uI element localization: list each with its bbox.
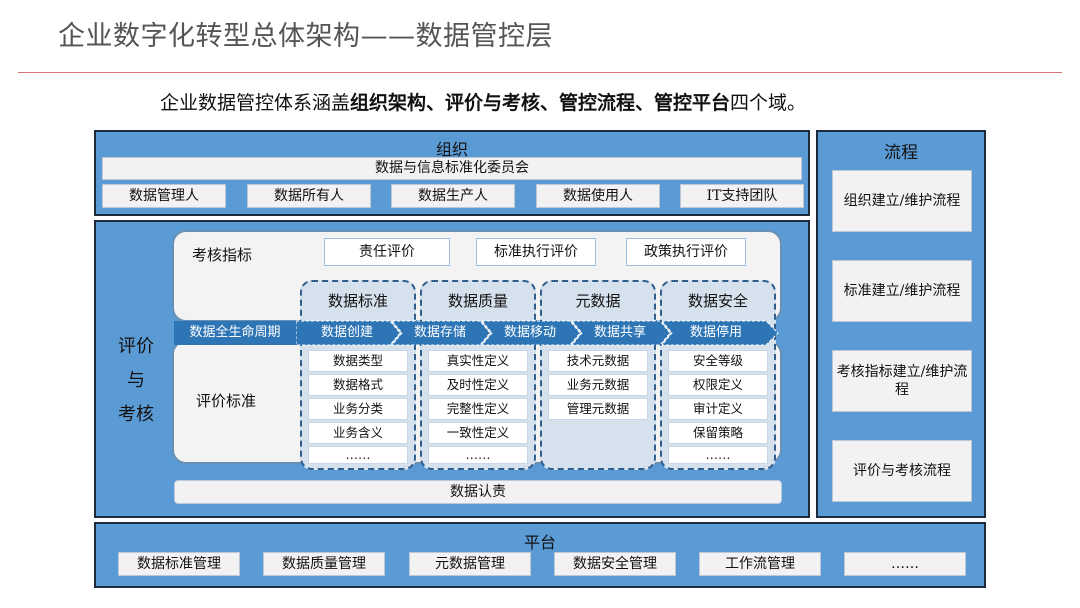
process-panel: 流程 组织建立/维护流程 标准建立/维护流程 考核指标建立/维护流程 评价与考核… <box>816 130 986 518</box>
metadata-item-3: 管理元数据 <box>548 398 648 420</box>
role-data-owner: 数据所有人 <box>247 184 371 208</box>
role-it-support: IT支持团队 <box>680 184 804 208</box>
platform-item-standard: 数据标准管理 <box>118 552 240 576</box>
platform-item-metadata: 元数据管理 <box>409 552 531 576</box>
lifecycle-arrow-3 <box>480 320 581 346</box>
criteria-label: 评价标准 <box>196 392 257 410</box>
metadata-item-1: 技术元数据 <box>548 350 648 372</box>
page-title: 企业数字化转型总体架构——数据管控层 <box>58 21 553 52</box>
column-header-metadata: 元数据 <box>575 292 621 311</box>
security-item-4: 保留策略 <box>668 422 768 444</box>
standard-item-5: …… <box>308 446 408 464</box>
lifecycle-arrow-2 <box>390 320 491 346</box>
stage-move: 数据移动 <box>503 324 556 340</box>
lifecycle-label: 数据全生命周期 <box>174 321 296 345</box>
stage-store: 数据存储 <box>413 324 466 340</box>
role-data-producer: 数据生产人 <box>391 184 515 208</box>
role-data-user: 数据使用人 <box>536 184 660 208</box>
organization-label: 组织 <box>435 140 468 159</box>
process-label: 流程 <box>884 143 918 163</box>
kpi-item-standard-execution: 标准执行评价 <box>476 238 596 266</box>
stage-share: 数据共享 <box>593 324 646 340</box>
platform-item-quality: 数据质量管理 <box>263 552 385 576</box>
process-item-evaluation: 评价与考核流程 <box>832 440 972 502</box>
evaluation-panel: 评价 与 考核 考核指标 责任评价 标准执行评价 政策执行评价 评价标准 数据标… <box>94 220 810 518</box>
column-header-data-quality: 数据质量 <box>447 292 508 311</box>
subtitle-suffix: 四个域。 <box>730 92 807 114</box>
accountability-bar: 数据认责 <box>174 480 782 504</box>
platform-item-security: 数据安全管理 <box>554 552 676 576</box>
standard-item-2: 数据格式 <box>308 374 408 396</box>
lifecycle-arrow-4 <box>570 320 671 346</box>
platform-panel: 平台 数据标准管理 数据质量管理 元数据管理 数据安全管理 工作流管理 …… <box>94 522 986 588</box>
title-divider <box>18 72 1062 73</box>
organization-panel: 组织 数据与信息标准化委员会 数据管理人 数据所有人 数据生产人 数据使用人 I… <box>94 130 810 216</box>
evaluation-side-label-1: 评价 <box>118 336 154 357</box>
kpi-item-responsibility: 责任评价 <box>324 238 450 266</box>
quality-item-2: 及时性定义 <box>428 374 528 396</box>
standard-item-4: 业务含义 <box>308 422 408 444</box>
process-item-standard: 标准建立/维护流程 <box>832 260 972 322</box>
lifecycle-arrow-bar <box>296 320 779 346</box>
column-header-data-standard: 数据标准 <box>327 292 388 311</box>
evaluation-side-label-2: 与 <box>127 370 145 391</box>
page-subtitle: 企业数据管控体系涵盖组织架构、评价与考核、管控流程、管控平台四个域。 <box>160 88 806 115</box>
evaluation-side-label: 评价 与 考核 <box>106 330 166 432</box>
standard-item-3: 业务分类 <box>308 398 408 420</box>
subtitle-prefix: 企业数据管控体系涵盖 <box>160 92 351 114</box>
lifecycle-arrow-5 <box>660 320 779 346</box>
quality-item-3: 完整性定义 <box>428 398 528 420</box>
quality-item-4: 一致性定义 <box>428 422 528 444</box>
role-data-manager: 数据管理人 <box>102 184 226 208</box>
platform-item-more: …… <box>844 552 966 576</box>
kpi-label: 考核指标 <box>192 246 253 264</box>
platform-label: 平台 <box>523 533 556 552</box>
stage-create: 数据创建 <box>320 324 373 340</box>
process-item-org: 组织建立/维护流程 <box>832 170 972 232</box>
standard-item-1: 数据类型 <box>308 350 408 372</box>
quality-item-5: …… <box>428 446 528 464</box>
kpi-item-policy-execution: 政策执行评价 <box>626 238 746 266</box>
security-item-2: 权限定义 <box>668 374 768 396</box>
quality-item-1: 真实性定义 <box>428 350 528 372</box>
subtitle-bold: 组织架构、评价与考核、管控流程、管控平台 <box>350 92 731 114</box>
security-item-3: 审计定义 <box>668 398 768 420</box>
security-item-1: 安全等级 <box>668 350 768 372</box>
security-item-5: …… <box>668 446 768 464</box>
lifecycle-arrow-1 <box>296 320 401 346</box>
committee-box: 数据与信息标准化委员会 <box>102 157 802 180</box>
process-item-kpi: 考核指标建立/维护流程 <box>832 350 972 412</box>
stage-retire: 数据停用 <box>689 324 742 340</box>
metadata-item-2: 业务元数据 <box>548 374 648 396</box>
column-header-data-security: 数据安全 <box>687 292 748 311</box>
platform-item-workflow: 工作流管理 <box>699 552 821 576</box>
evaluation-side-label-3: 考核 <box>118 404 154 425</box>
